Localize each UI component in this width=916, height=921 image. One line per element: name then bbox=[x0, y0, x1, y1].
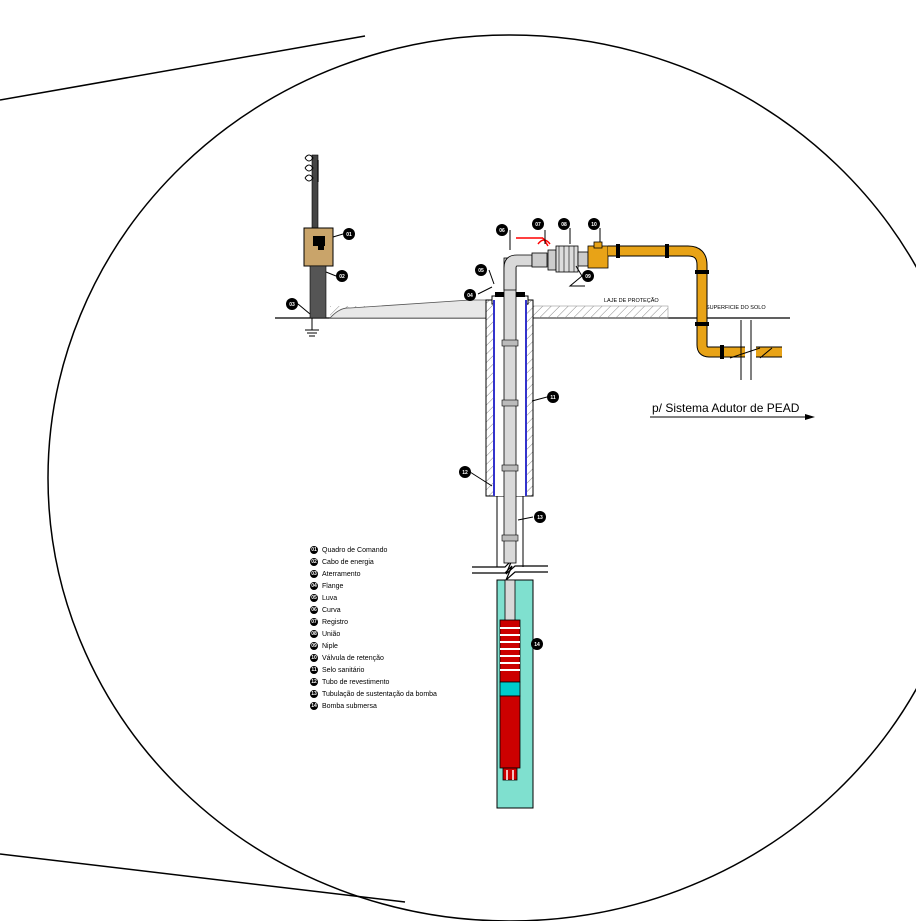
svg-text:08: 08 bbox=[561, 222, 567, 228]
legend-item: 11 Selo sanitário bbox=[310, 664, 510, 676]
callout-02: 02 bbox=[336, 270, 348, 282]
callout-07: 07 bbox=[532, 218, 544, 230]
legend-item: 07 Registro bbox=[310, 616, 510, 628]
legend-label: Aterramento bbox=[322, 570, 361, 578]
legend-item: 09 Niple bbox=[310, 640, 510, 652]
callout-13: 13 bbox=[534, 511, 546, 523]
submersible-pump bbox=[499, 619, 521, 781]
legend-number: 11 bbox=[310, 666, 318, 674]
callout-08: 08 bbox=[558, 218, 570, 230]
svg-text:01: 01 bbox=[346, 232, 352, 238]
legend-label: Bomba submersa bbox=[322, 702, 377, 710]
callout-09: 09 bbox=[582, 270, 594, 282]
leader-lines bbox=[297, 228, 601, 521]
riser-pipe bbox=[501, 257, 519, 623]
legend-number: 14 bbox=[310, 702, 318, 710]
svg-text:10: 10 bbox=[591, 222, 597, 228]
svg-text:03: 03 bbox=[289, 302, 295, 308]
legend-number: 13 bbox=[310, 690, 318, 698]
legend-label: Cabo de energia bbox=[322, 558, 374, 566]
legend-label: Niple bbox=[322, 642, 338, 650]
hdpe-line bbox=[608, 244, 782, 380]
legend-item: 06 Curva bbox=[310, 604, 510, 616]
electric-pole bbox=[303, 154, 334, 337]
callout-03: 03 bbox=[286, 298, 298, 310]
callout-10: 10 bbox=[588, 218, 600, 230]
legend-label: Tubulação de sustentação da bomba bbox=[322, 690, 437, 698]
legend-item: 03 Aterramento bbox=[310, 568, 510, 580]
legend-number: 07 bbox=[310, 618, 318, 626]
svg-text:07: 07 bbox=[535, 222, 541, 228]
svg-text:05: 05 bbox=[478, 268, 484, 274]
destination-arrow bbox=[650, 414, 815, 420]
discharge-assembly bbox=[503, 237, 609, 291]
legend-item: 13 Tubulação de sustentação da bomba bbox=[310, 688, 510, 700]
legend-label: Quadro de Comando bbox=[322, 546, 388, 554]
legend-number: 10 bbox=[310, 654, 318, 662]
legend-label: Curva bbox=[322, 606, 341, 614]
legend-item: 08 União bbox=[310, 628, 510, 640]
svg-text:13: 13 bbox=[537, 515, 543, 521]
svg-text:04: 04 bbox=[467, 293, 473, 299]
legend-label: Registro bbox=[322, 618, 349, 626]
legend-number: 01 bbox=[310, 546, 318, 554]
detail-bubble bbox=[0, 34, 916, 921]
legend-item: 02 Cabo de energia bbox=[310, 556, 510, 568]
ground-surface bbox=[275, 299, 790, 319]
callout-06: 06 bbox=[496, 224, 508, 236]
legend-item: 05 Luva bbox=[310, 592, 510, 604]
legend-label: Tubo de revestimento bbox=[322, 678, 390, 686]
legend-label: União bbox=[322, 630, 341, 638]
legend: 01 Quadro de Comando 02 Cabo de energia 03… bbox=[310, 544, 510, 712]
legend-item: 14 Bomba submersa bbox=[310, 700, 510, 712]
legend-item: 01 Quadro de Comando bbox=[310, 544, 510, 556]
legend-label: Válvula de retenção bbox=[322, 654, 384, 662]
well-break-symbol bbox=[472, 559, 548, 581]
legend-item: 04 Flange bbox=[310, 580, 510, 592]
callout-04: 04 bbox=[464, 289, 476, 301]
callout-12: 12 bbox=[459, 466, 471, 478]
svg-text:06: 06 bbox=[499, 228, 505, 234]
legend-item: 12 Tubo de revestimento bbox=[310, 676, 510, 688]
svg-text:11: 11 bbox=[550, 395, 556, 401]
svg-text:09: 09 bbox=[585, 274, 591, 280]
callout-11: 11 bbox=[547, 391, 559, 403]
legend-number: 03 bbox=[310, 570, 318, 578]
svg-text:14: 14 bbox=[534, 642, 540, 648]
legend-item: 10 Válvula de retenção bbox=[310, 652, 510, 664]
legend-number: 08 bbox=[310, 630, 318, 638]
legend-label: Flange bbox=[322, 582, 344, 590]
legend-label: Luva bbox=[322, 594, 338, 602]
legend-label: Selo sanitário bbox=[322, 666, 365, 674]
callout-05: 05 bbox=[475, 264, 487, 276]
destination-label: p/ Sistema Adutor de PEAD bbox=[652, 401, 800, 415]
legend-number: 02 bbox=[310, 558, 318, 566]
svg-text:02: 02 bbox=[339, 274, 345, 280]
callout-01: 01 bbox=[343, 228, 355, 240]
callout-14: 14 bbox=[531, 638, 543, 650]
legend-number: 12 bbox=[310, 678, 318, 686]
legend-number: 05 bbox=[310, 594, 318, 602]
legend-number: 09 bbox=[310, 642, 318, 650]
svg-text:12: 12 bbox=[462, 470, 468, 476]
soil-surface-label: SUPERFICIE DO SOLO bbox=[706, 305, 766, 311]
legend-number: 06 bbox=[310, 606, 318, 614]
legend-number: 04 bbox=[310, 582, 318, 590]
slab-label: LAJE DE PROTEÇÃO bbox=[604, 298, 659, 304]
